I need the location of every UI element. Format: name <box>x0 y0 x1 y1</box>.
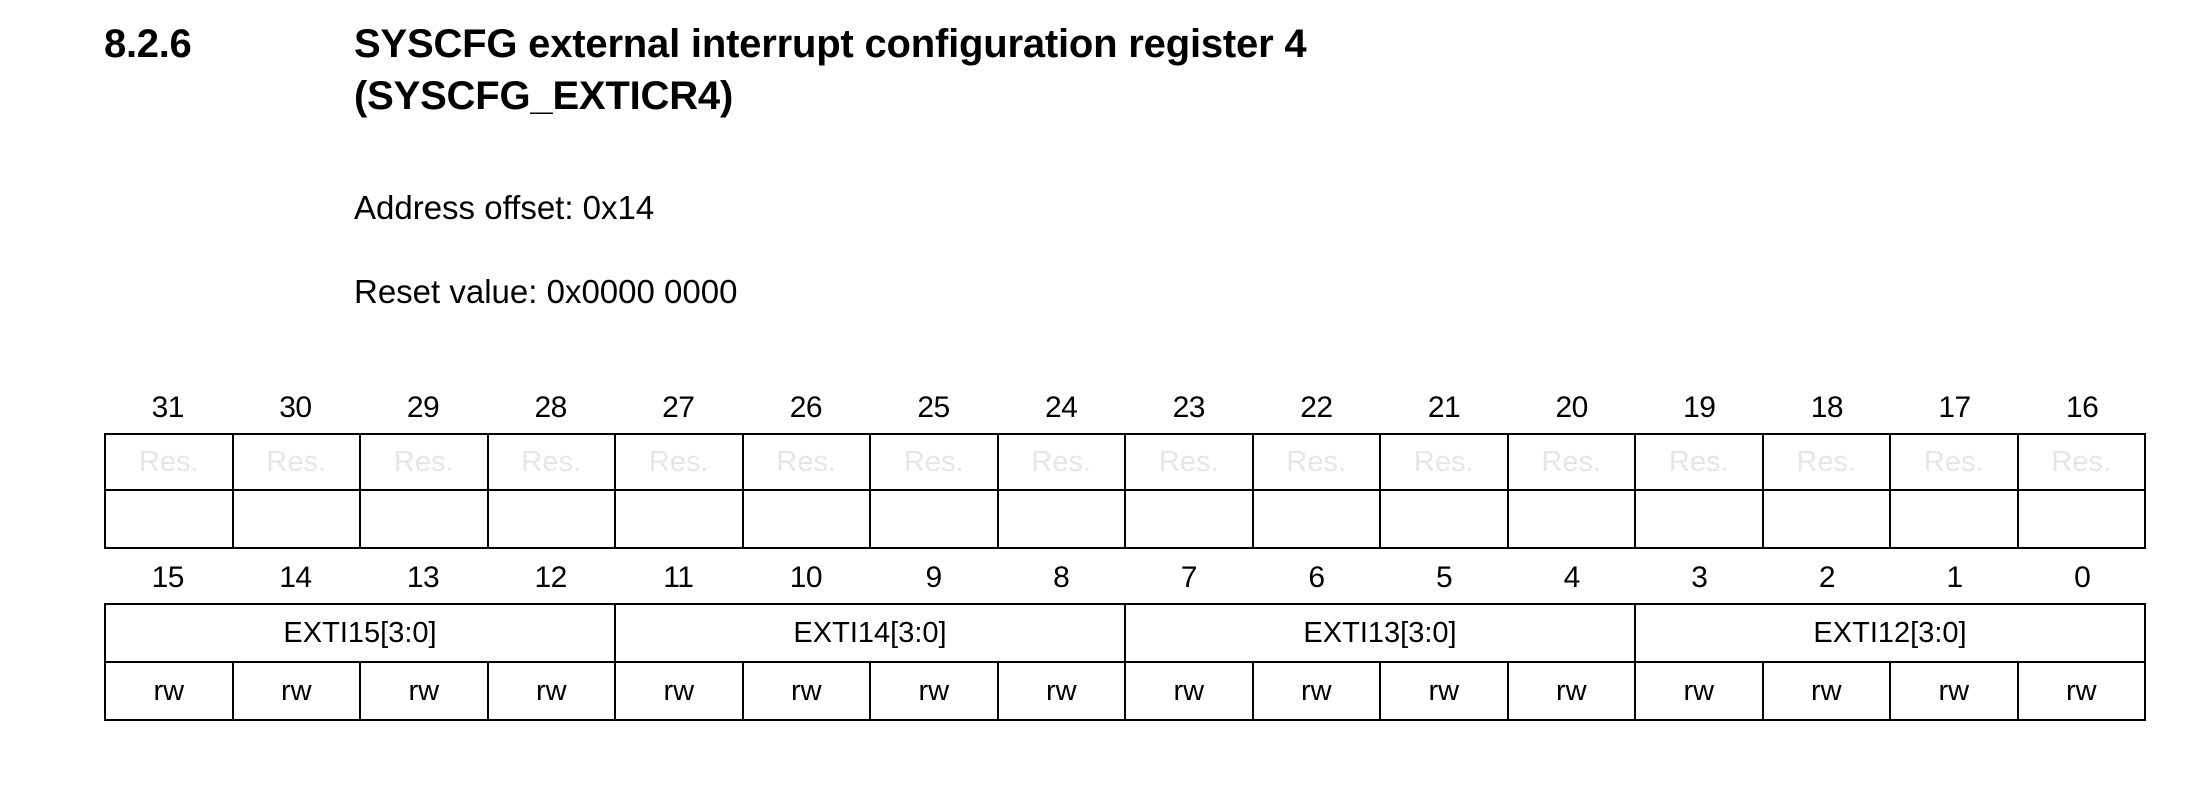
blank-cell <box>1251 489 1381 549</box>
bit-number-13: 13 <box>406 561 440 594</box>
blank-cell <box>614 489 744 549</box>
access-cell: rw <box>996 661 1126 721</box>
blank-cell <box>486 489 616 549</box>
access-cell: rw <box>1506 661 1636 721</box>
reserved-cell: Res. <box>741 433 871 491</box>
reserved-cell: Res. <box>359 433 489 491</box>
reserved-cell: Res. <box>1889 433 2019 491</box>
bit-number-19: 19 <box>1683 391 1716 424</box>
access-cell: rw <box>2016 661 2146 721</box>
blank-cell <box>104 489 234 549</box>
table-row-reserved: Res.Res.Res.Res.Res.Res.Res.Res.Res.Res.… <box>104 433 2146 491</box>
reserved-cell: Res. <box>2016 433 2146 491</box>
blank-cell <box>996 489 1126 549</box>
bit-number-3: 3 <box>1691 561 1708 594</box>
access-cell: rw <box>1124 661 1254 721</box>
field-cell: EXTI12[3:0] <box>1634 603 2146 663</box>
access-cell: rw <box>1634 661 1764 721</box>
reserved-cell: Res. <box>1251 433 1381 491</box>
field-cell: EXTI14[3:0] <box>614 603 1126 663</box>
reserved-cell: Res. <box>1124 433 1254 491</box>
bit-number-15: 15 <box>151 561 185 594</box>
bit-number-29: 29 <box>406 391 440 424</box>
access-cell: rw <box>869 661 999 721</box>
address-offset-text: Address offset: 0x14 <box>354 189 655 226</box>
field-cell: EXTI13[3:0] <box>1124 603 1636 663</box>
reserved-cell: Res. <box>1506 433 1636 491</box>
bit-number-0: 0 <box>2074 561 2091 594</box>
reserved-cell: Res. <box>996 433 1126 491</box>
table-row-access-blank <box>104 489 2146 549</box>
bit-number-12: 12 <box>534 561 568 594</box>
access-cell: rw <box>1379 661 1509 721</box>
field-cell: EXTI15[3:0] <box>104 603 616 663</box>
bit-number-21: 21 <box>1427 391 1461 424</box>
section-number: 8.2.6 <box>104 22 192 66</box>
bit-number-18: 18 <box>1810 391 1844 424</box>
bit-number-31: 31 <box>151 391 185 424</box>
bit-number-17: 17 <box>1938 391 1971 424</box>
bit-number-1: 1 <box>1946 561 1963 594</box>
access-cell: rw <box>1761 661 1891 721</box>
bit-number-27: 27 <box>662 391 695 424</box>
table-row-fields: EXTI15[3:0]EXTI14[3:0]EXTI13[3:0]EXTI12[… <box>104 603 2146 663</box>
bit-number-16: 16 <box>2066 391 2099 424</box>
bit-number-9: 9 <box>925 561 942 594</box>
bit-number-23: 23 <box>1172 391 1206 424</box>
reset-value-text: Reset value: 0x0000 0000 <box>354 273 738 310</box>
page-title: SYSCFG external interrupt configuration … <box>354 22 1307 118</box>
bit-number-7: 7 <box>1180 561 1198 594</box>
access-cell: rw <box>486 661 616 721</box>
access-cell: rw <box>231 661 361 721</box>
blank-cell <box>1889 489 2019 549</box>
bit-number-2: 2 <box>1818 561 1836 594</box>
reserved-cell: Res. <box>869 433 999 491</box>
bit-number-25: 25 <box>917 391 950 424</box>
reserved-cell: Res. <box>231 433 361 491</box>
bit-number-4: 4 <box>1563 561 1581 594</box>
reserved-cell: Res. <box>486 433 616 491</box>
reserved-cell: Res. <box>614 433 744 491</box>
access-cell: rw <box>359 661 489 721</box>
register-table-low: EXTI15[3:0]EXTI14[3:0]EXTI13[3:0]EXTI12[… <box>104 603 2146 721</box>
bit-number-24: 24 <box>1045 391 1078 424</box>
bit-number-20: 20 <box>1555 391 1589 424</box>
bit-number-11: 11 <box>663 561 694 594</box>
bit-number-26: 26 <box>789 391 823 424</box>
blank-cell <box>1124 489 1254 549</box>
bit-number-10: 10 <box>789 561 823 594</box>
access-cell: rw <box>614 661 744 721</box>
blank-cell <box>1506 489 1636 549</box>
access-cell: rw <box>741 661 871 721</box>
blank-cell <box>1634 489 1764 549</box>
section-heading: 8.2.6 SYSCFG external interrupt configur… <box>104 18 2104 122</box>
bit-number-8: 8 <box>1053 561 1070 594</box>
blank-cell <box>1379 489 1509 549</box>
bit-number-6: 6 <box>1308 561 1325 594</box>
bit-number-5: 5 <box>1435 561 1453 594</box>
bit-number-row-high: 31 30 29 28 27 26 25 24 23 22 21 20 19 18 17 16 <box>104 388 2146 428</box>
blank-cell <box>1761 489 1891 549</box>
bit-number-30: 30 <box>279 391 312 424</box>
bit-number-22: 22 <box>1300 391 1333 424</box>
reserved-cell: Res. <box>1634 433 1764 491</box>
reserved-cell: Res. <box>104 433 234 491</box>
bit-number-28: 28 <box>534 391 568 424</box>
blank-cell <box>869 489 999 549</box>
blank-cell <box>741 489 871 549</box>
blank-cell <box>2016 489 2146 549</box>
access-cell: rw <box>104 661 234 721</box>
bit-number-14: 14 <box>279 561 312 594</box>
blank-cell <box>359 489 489 549</box>
reserved-cell: Res. <box>1379 433 1509 491</box>
access-cell: rw <box>1251 661 1381 721</box>
register-table-high: Res.Res.Res.Res.Res.Res.Res.Res.Res.Res.… <box>104 433 2146 549</box>
blank-cell <box>231 489 361 549</box>
reserved-cell: Res. <box>1761 433 1891 491</box>
access-cell: rw <box>1889 661 2019 721</box>
